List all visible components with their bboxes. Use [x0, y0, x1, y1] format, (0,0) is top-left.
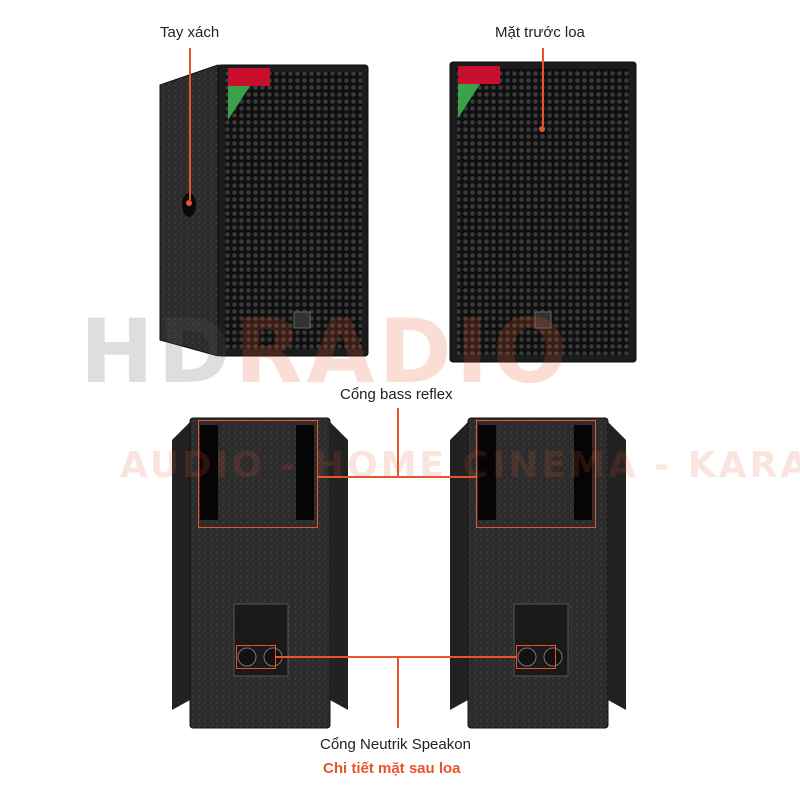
bass-port-box-left [198, 420, 318, 528]
label-rear-detail: Chi tiết mặt sau loa [323, 760, 461, 777]
watermark-logo: HDRADIO [80, 300, 572, 403]
badge [228, 68, 270, 86]
callout-hline-speakon [276, 656, 516, 658]
bass-port-box-right [476, 420, 596, 528]
callout-dot-front [539, 126, 545, 132]
front-speaker-left [159, 64, 369, 357]
label-bass-port: Cổng bass reflex [340, 386, 453, 403]
callout-dot-handle [186, 200, 192, 206]
speakon-box-left [236, 645, 276, 669]
speakon-box-right [516, 645, 556, 669]
label-speakon: Cổng Neutrik Speakon [320, 736, 471, 753]
callout-hline-bass [318, 476, 476, 478]
label-front: Mặt trước loa [495, 24, 585, 41]
callout-line-speakon [397, 656, 399, 728]
front-speaker-right [449, 61, 637, 363]
watermark-tagline: AUDIO - HOME CINEMA - KARAOKE [120, 445, 800, 486]
callout-line-handle [189, 48, 191, 200]
callout-line-front [542, 48, 544, 126]
label-handle: Tay xách [160, 24, 220, 41]
callout-line-bass [397, 408, 399, 476]
rear-speaker-left [172, 417, 348, 729]
rear-speaker-right [450, 417, 626, 729]
